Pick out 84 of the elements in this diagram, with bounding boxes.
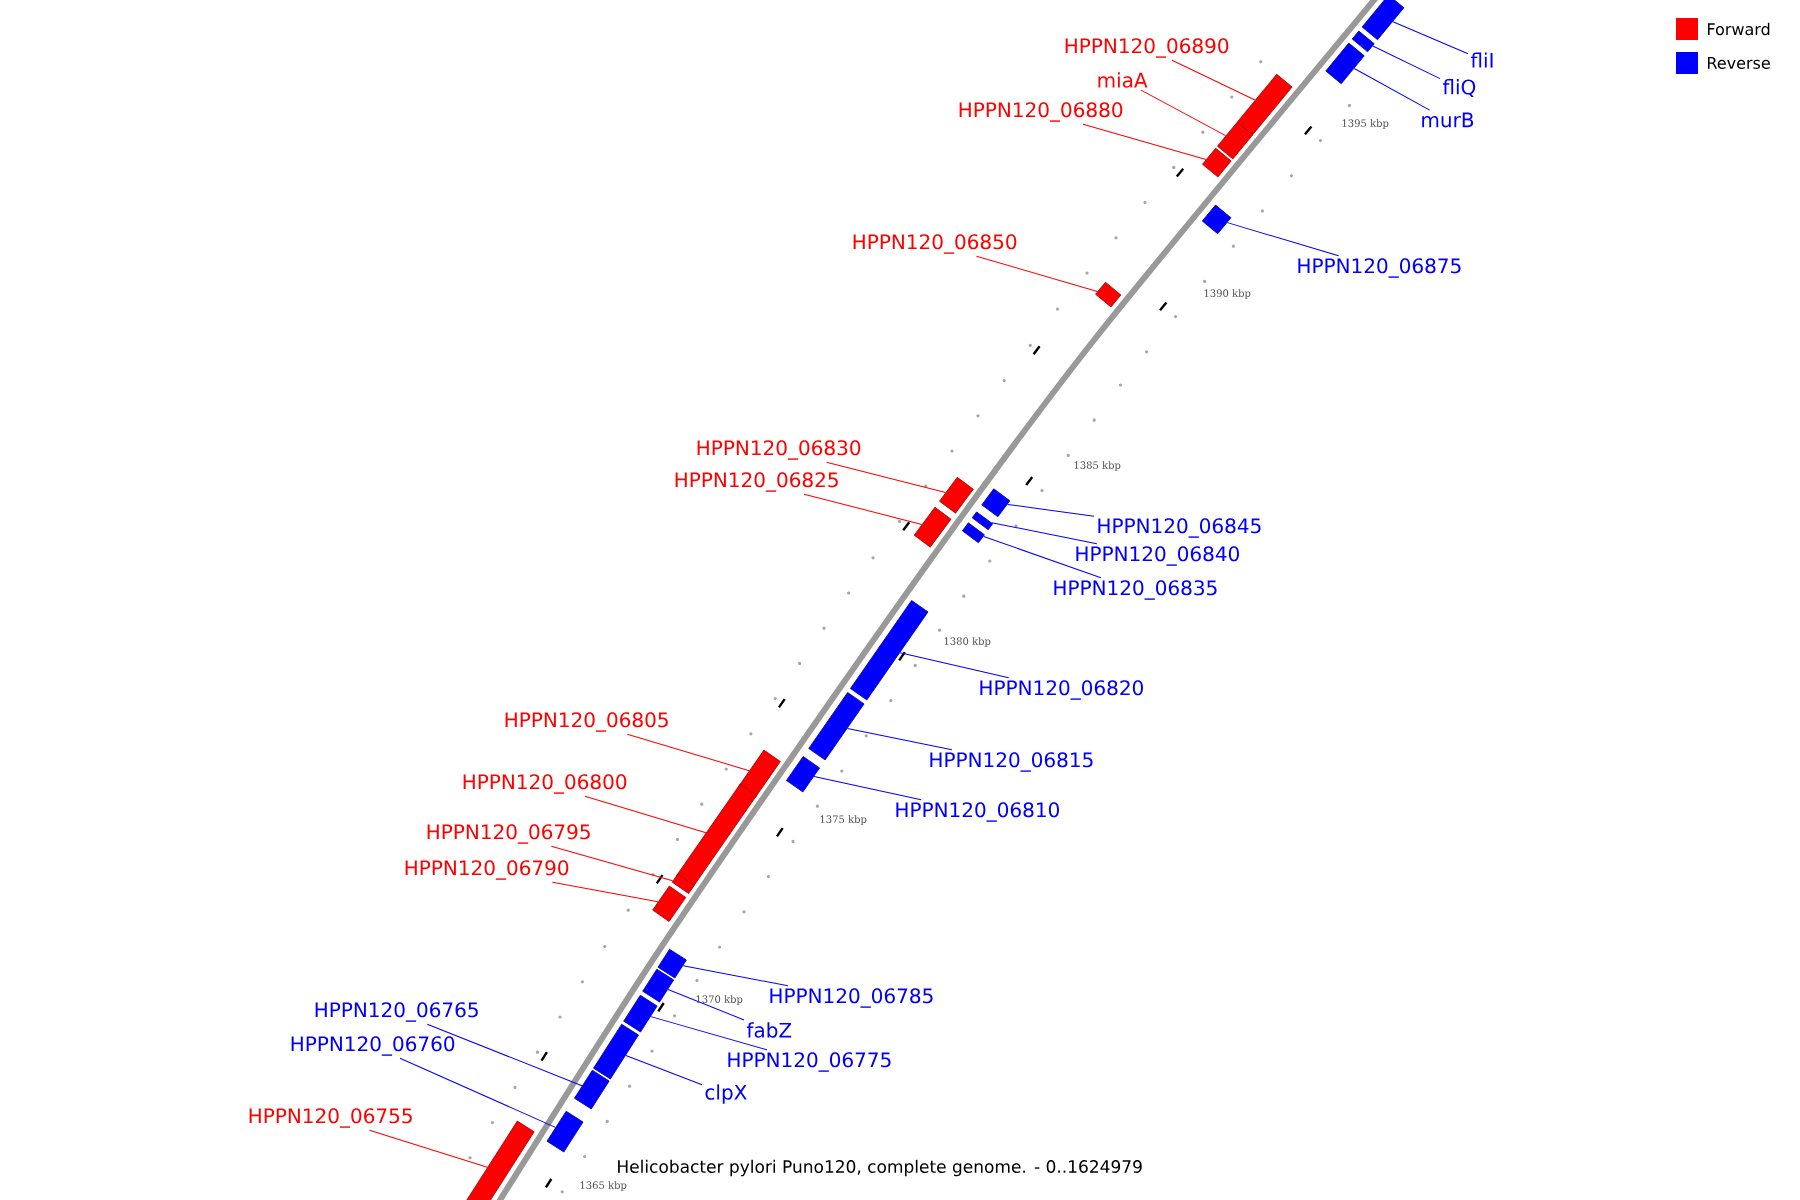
leader-line xyxy=(899,652,1010,679)
gene-label: HPPN120_06805 xyxy=(505,712,668,732)
leader-line xyxy=(650,1016,768,1051)
gene-label: HPPN120_06890 xyxy=(1065,38,1229,58)
gene-label: HPPN120_06850 xyxy=(853,234,1017,254)
leader-line xyxy=(1372,45,1441,80)
leader-line xyxy=(1007,503,1095,517)
leader-line xyxy=(626,733,750,772)
gene-block xyxy=(1217,121,1253,160)
leader-line xyxy=(1392,21,1469,55)
gene-block xyxy=(939,476,974,514)
gene-block xyxy=(593,1023,639,1080)
leader-line xyxy=(983,535,1102,579)
leader-line xyxy=(368,1129,488,1168)
leader-line xyxy=(1226,222,1340,257)
gene-block xyxy=(1202,147,1232,178)
legend-label: Forward xyxy=(1708,22,1770,36)
gene-block xyxy=(1351,30,1375,53)
leader-line xyxy=(625,1054,703,1086)
leader-line xyxy=(1082,123,1207,160)
gene-block xyxy=(971,511,994,531)
leader-line xyxy=(1353,68,1431,111)
gene-block xyxy=(460,1120,535,1200)
gene-label: HPPN120_06765 xyxy=(315,1002,478,1022)
leader-line xyxy=(667,989,745,1021)
gene-block xyxy=(786,756,820,793)
gene-block xyxy=(574,1069,610,1110)
leader-line xyxy=(551,881,659,903)
gene-block xyxy=(642,968,675,1003)
gene-label: HPPN120_06830 xyxy=(697,440,861,460)
gene-label: HPPN120_06875 xyxy=(1298,258,1461,278)
gene-label: HPPN120_06755 xyxy=(249,1108,412,1128)
gene-label: HPPN120_06815 xyxy=(930,752,1093,772)
gene-block xyxy=(1095,281,1122,308)
leader-line xyxy=(813,776,922,801)
gene-block xyxy=(738,749,781,798)
gene-label: HPPN120_06835 xyxy=(1054,580,1217,600)
leader-line xyxy=(847,728,953,751)
gene-block xyxy=(652,885,687,922)
leader-line xyxy=(399,1057,556,1128)
gene-label: fabZ xyxy=(746,1022,792,1038)
leader-line xyxy=(975,255,1098,292)
gene-label: clpX xyxy=(705,1084,747,1104)
gene-label: HPPN120_06795 xyxy=(427,824,590,844)
gene-block xyxy=(913,506,952,548)
gene-label: HPPN120_06800 xyxy=(463,774,627,794)
gene-block xyxy=(1201,204,1232,235)
gene-label: HPPN120_06810 xyxy=(896,802,1059,822)
gene-label: HPPN120_06840 xyxy=(1076,546,1239,566)
gene-block xyxy=(962,522,985,544)
leader-line xyxy=(1171,59,1256,101)
gene-label: HPPN120_06785 xyxy=(770,988,933,1008)
gene-label: HPPN120_06760 xyxy=(291,1036,455,1056)
legend-label: Reverse xyxy=(1708,57,1770,69)
leader-line xyxy=(803,493,923,525)
leader-line xyxy=(1140,89,1227,137)
gene-block xyxy=(675,783,757,888)
leader-line xyxy=(991,522,1098,545)
gene-block xyxy=(1325,42,1365,85)
leader-line xyxy=(550,845,674,882)
gene-label: miaA xyxy=(1098,72,1148,88)
gene-block xyxy=(1361,0,1405,41)
gene-block xyxy=(1236,73,1293,136)
leader-line xyxy=(584,795,707,834)
gene-label: HPPN120_06820 xyxy=(980,680,1143,700)
gene-block xyxy=(981,488,1011,518)
gene-block xyxy=(657,948,687,979)
gene-label: murB xyxy=(1422,112,1474,128)
gene-label: HPPN120_06880 xyxy=(959,102,1123,122)
gene-block xyxy=(671,873,695,894)
leader-line xyxy=(826,461,946,493)
gene-label: HPPN120_06825 xyxy=(675,472,838,492)
gene-label: fliQ xyxy=(1442,79,1476,97)
title: Helicobacter pylori Puno120, complete genome. - 0..1624979 xyxy=(618,1159,1142,1177)
gene-block xyxy=(623,994,658,1033)
gene-block xyxy=(808,692,865,761)
gene-label: HPPN120_06845 xyxy=(1098,518,1261,538)
gene-label: HPPN120_06790 xyxy=(405,860,569,880)
gene-label: HPPN120_06775 xyxy=(728,1052,891,1072)
leader-line xyxy=(682,965,789,987)
gene-block xyxy=(850,600,929,701)
gene-block xyxy=(546,1110,584,1153)
leader-line xyxy=(426,1023,583,1087)
gene-label: fliI xyxy=(1470,52,1493,68)
